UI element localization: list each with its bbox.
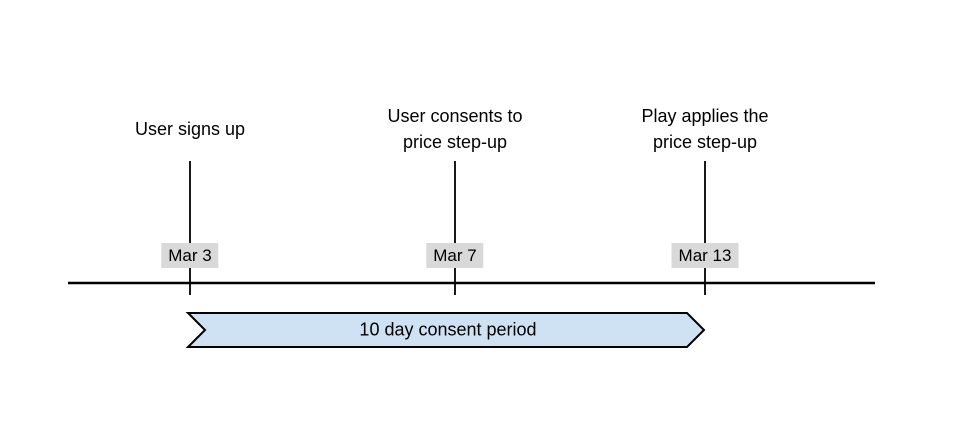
event-caption-apply: Play applies the price step-up xyxy=(641,106,769,152)
consent-period-banner xyxy=(185,312,706,348)
event-caption-consent: User consents to price step-up xyxy=(387,106,523,152)
consent-period-label: 10 day consent period xyxy=(359,319,537,340)
event-date-mar13: Mar 13 xyxy=(671,243,739,268)
event-date-mar7: Mar 7 xyxy=(426,243,484,268)
event-date-mar3: Mar 3 xyxy=(161,243,219,268)
event-caption-signup: User signs up xyxy=(134,119,246,139)
